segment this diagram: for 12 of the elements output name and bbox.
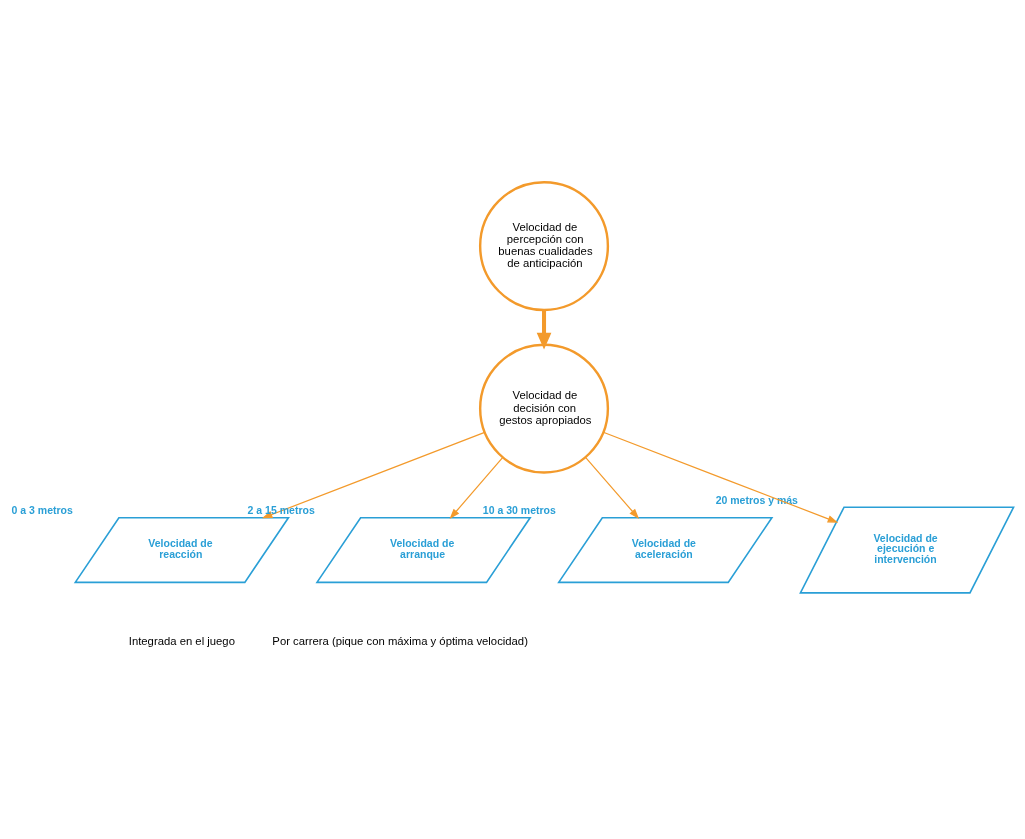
- node-label: 20 metros y más: [715, 493, 798, 506]
- node-label: 2 a 15 metros: [247, 504, 315, 516]
- arrow: [602, 431, 839, 523]
- label: Integrada en el juego: [128, 635, 235, 648]
- label: Por carrera (pique con máxima y óptima velocidad): [272, 635, 528, 648]
- arrow: [536, 310, 552, 350]
- node-circle: Velocidad de decisión con gestos apropiados: [478, 343, 610, 474]
- arrow: [585, 456, 640, 520]
- arrow: [449, 456, 504, 520]
- node-label: 10 a 30 metros: [482, 504, 556, 516]
- node-circle: Velocidad de percepción con buenas cualidades de anticipación: [478, 181, 610, 312]
- node-label: 0 a 3 metros: [11, 504, 73, 516]
